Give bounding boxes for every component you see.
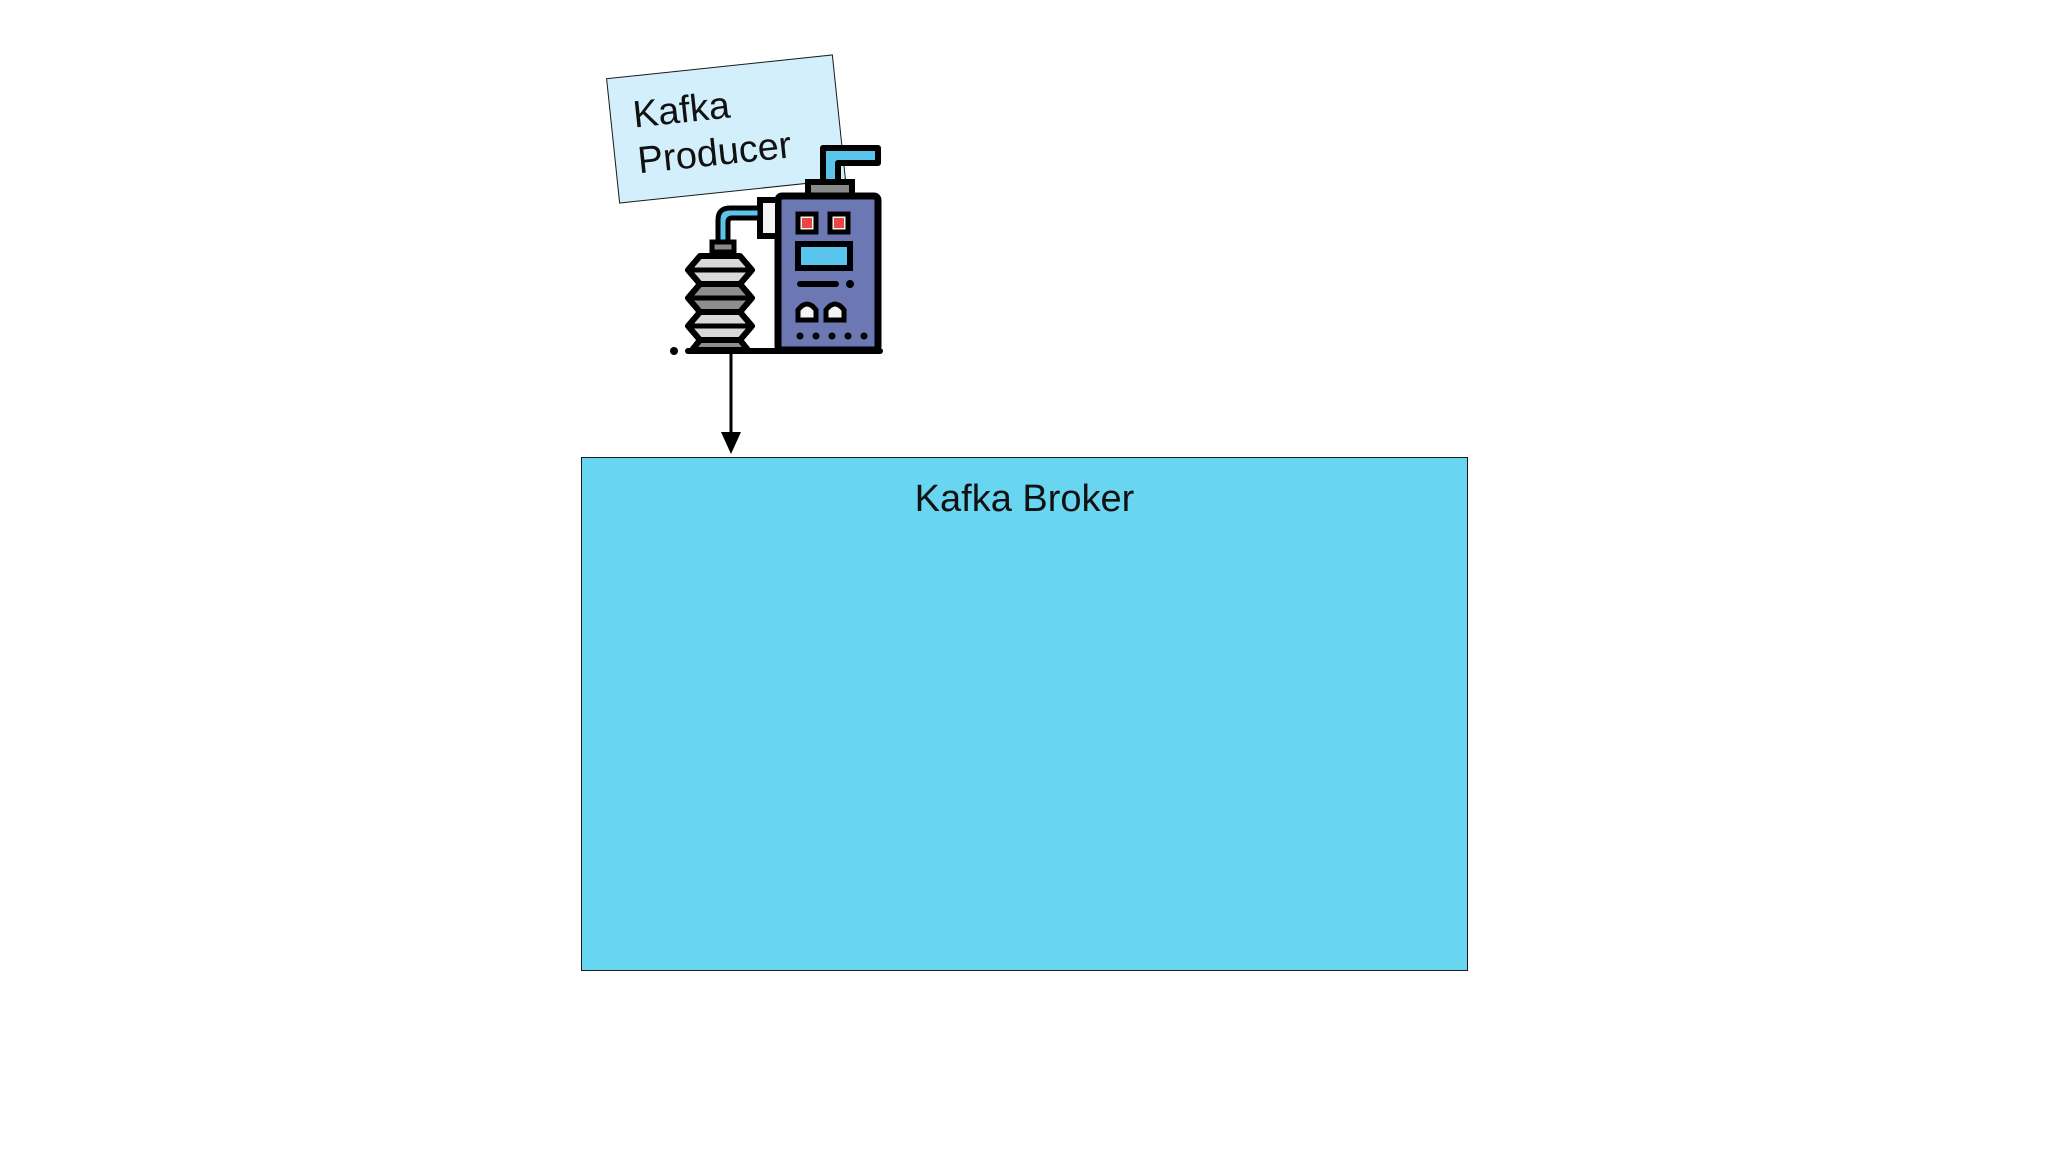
kafka-broker-box: Kafka Broker: [581, 457, 1468, 971]
broker-title: Kafka Broker: [914, 478, 1135, 520]
producer-to-broker-arrow: [721, 350, 741, 454]
industrial-machine-icon: [670, 145, 883, 355]
